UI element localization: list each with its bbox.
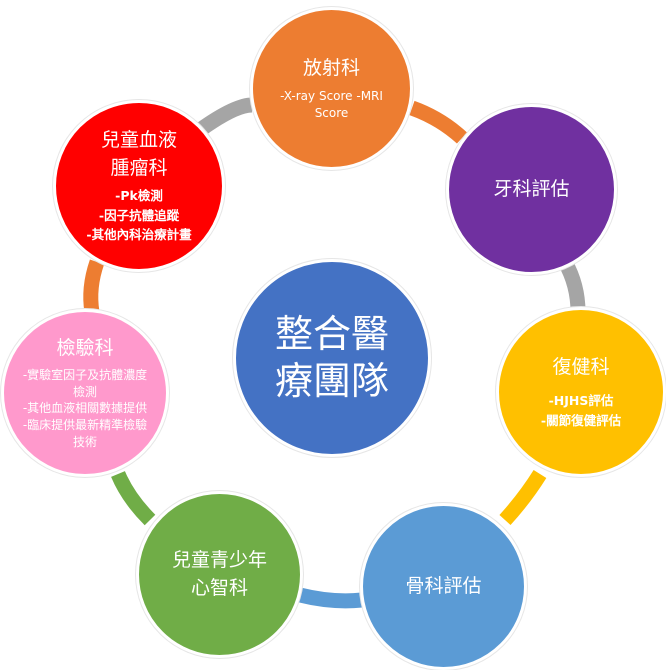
psych-title-line-1: 兒童青少年 xyxy=(171,548,267,571)
connector-hemonc-radiology xyxy=(195,97,253,137)
hemonc-title-line-1: 兒童血液 xyxy=(100,129,177,152)
lab-detail-3: -臨床提供最新精準檢驗技術 xyxy=(22,418,148,449)
dental-node: 牙科評估 xyxy=(446,104,617,275)
rehab-detail-1: -HJHS評估 xyxy=(548,393,614,409)
lab-detail-1: -實驗室因子及抗體濃度檢測 xyxy=(22,367,148,399)
lab-node: 檢驗科 -實驗室因子及抗體濃度檢測 -其他血液相關數據提供 -臨床提供最新精準檢… xyxy=(1,309,169,477)
connector-radiology-dental xyxy=(409,100,468,144)
hemonc-node: 兒童血液 腫瘤科 -Pk檢測 -因子抗體追蹤 -其他內科治療計畫 xyxy=(53,100,225,272)
ortho-title: 骨科評估 xyxy=(405,574,482,597)
connector-ortho-psych xyxy=(298,587,363,609)
radiology-detail: -X-ray Score -MRI Score xyxy=(280,89,383,121)
lab-detail-2: -其他血液相關數據提供 xyxy=(22,401,148,416)
center-node: 整合醫 療團隊 xyxy=(233,259,431,457)
dental-title: 牙科評估 xyxy=(493,177,570,200)
psych-node: 兒童青少年 心智科 xyxy=(136,491,303,658)
rehab-title: 復健科 xyxy=(552,355,610,378)
hemonc-detail-1: -Pk檢測 xyxy=(115,188,163,204)
connector-lab-hemonc xyxy=(83,259,105,314)
connector-dental-rehab xyxy=(558,258,586,313)
radiology-node: 放射科 -X-ray Score -MRI Score xyxy=(250,7,413,170)
radiology-title: 放射科 xyxy=(302,56,360,79)
rehab-node: 復健科 -HJHS評估 -關節復健評估 xyxy=(496,307,666,477)
connector-rehab-ortho xyxy=(499,469,547,526)
center-title-line-1: 整合醫 xyxy=(274,311,389,356)
hemonc-detail-3: -其他內科治療計畫 xyxy=(86,227,192,243)
lab-title: 檢驗科 xyxy=(56,337,114,360)
connector-psych-lab xyxy=(111,470,156,526)
hemonc-title-line-2: 腫瘤科 xyxy=(110,156,168,179)
hemonc-detail-2: -因子抗體追蹤 xyxy=(98,207,180,223)
rehab-detail-2: -關節復健評估 xyxy=(540,412,622,428)
psych-title-line-2: 心智科 xyxy=(190,576,248,599)
ortho-node: 骨科評估 xyxy=(360,503,527,670)
center-title-line-2: 療團隊 xyxy=(274,359,389,403)
